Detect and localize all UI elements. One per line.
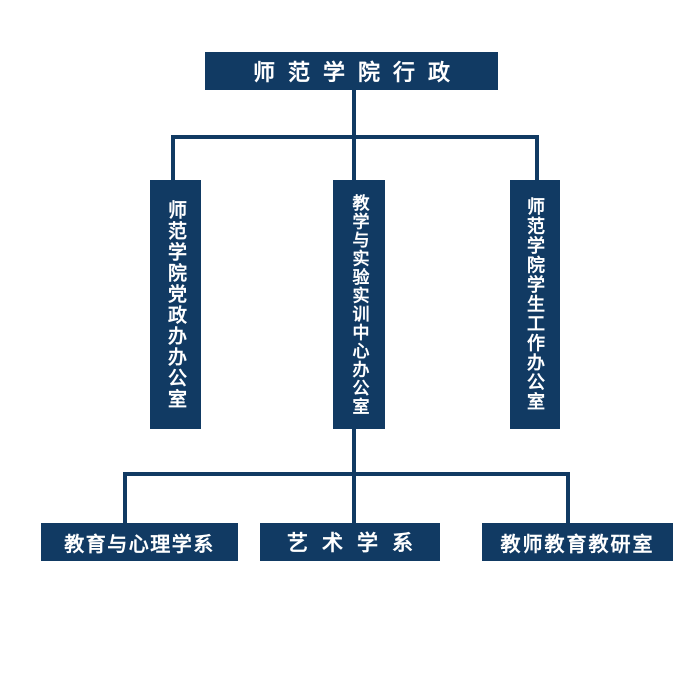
org-node-teacher-education-research-office-label: 教师教育教研室 xyxy=(500,533,655,556)
org-node-teacher-education-research-office: 教师教育教研室 xyxy=(482,523,673,561)
org-node-education-psychology-dept: 教育与心理学系 xyxy=(41,523,238,561)
connector-lower-horizontal xyxy=(123,472,570,476)
org-node-party-office-label: 师范学院党政办办公室 xyxy=(165,199,186,410)
org-node-teaching-center-office: 教学与实验实训中心办公室 xyxy=(333,180,385,429)
org-node-education-psychology-dept-label: 教育与心理学系 xyxy=(64,533,215,556)
org-node-art-dept-label: 艺术学系 xyxy=(287,531,427,555)
org-node-student-work-office-label: 师范学院学生工作办公室 xyxy=(525,197,545,412)
connector-upper-drop-left xyxy=(171,135,175,180)
connector-upper-horizontal xyxy=(171,135,539,139)
org-node-party-office: 师范学院党政办办公室 xyxy=(150,180,201,429)
connector-upper-drop-right xyxy=(535,135,539,180)
org-node-art-dept: 艺术学系 xyxy=(260,523,440,561)
connector-lower-drop-left xyxy=(123,472,127,523)
org-node-root: 师范学院行政 xyxy=(205,52,498,90)
org-node-teaching-center-office-label: 教学与实验实训中心办公室 xyxy=(349,193,369,416)
org-node-student-work-office: 师范学院学生工作办公室 xyxy=(510,180,560,429)
org-node-root-label: 师范学院行政 xyxy=(252,60,463,85)
connector-middle-stem xyxy=(352,429,356,523)
connector-lower-drop-right xyxy=(566,472,570,523)
connector-root-stem xyxy=(352,89,356,180)
